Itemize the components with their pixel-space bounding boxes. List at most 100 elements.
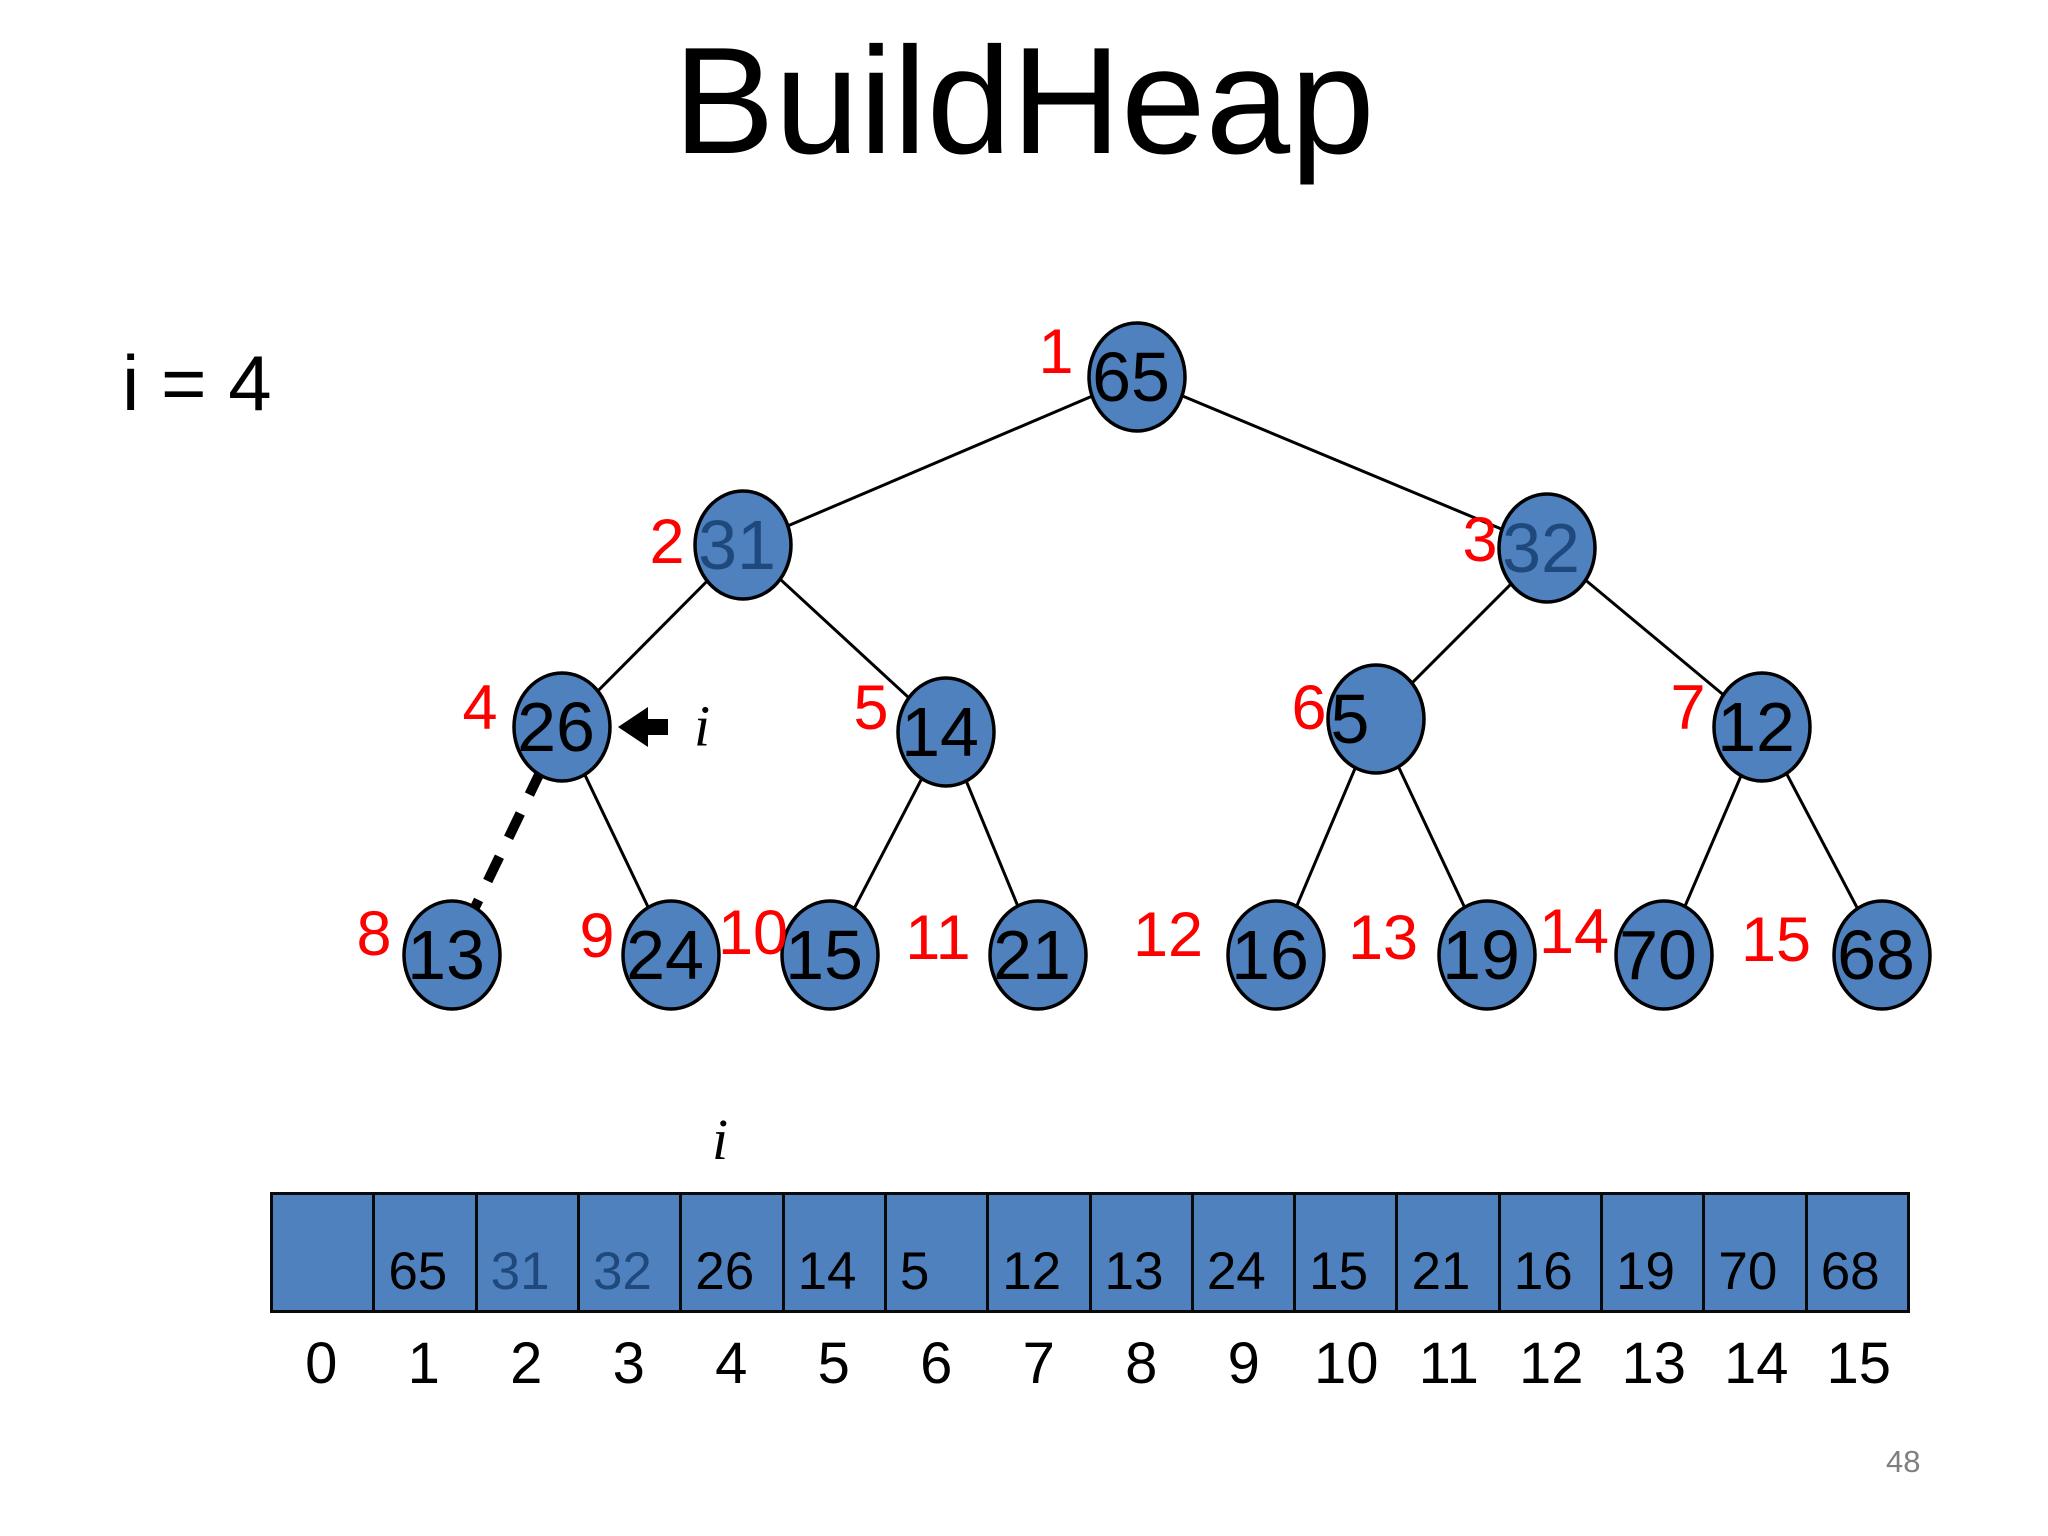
array-cell-value: 16 [1513,1242,1573,1301]
array-cell: 13 [1088,1195,1191,1310]
heap-array: 65 31 32 26 14 5 12 13 24 15 21 16 19 70 68 [270,1192,1910,1313]
array-cell: 31 [474,1195,577,1310]
iteration-label: i = 4 [122,339,272,427]
array-index-label: 15 [1826,1331,1891,1396]
left-arrow-icon [618,707,668,747]
tree-node-value: 19 [1442,916,1520,994]
tree-node-value: 16 [1231,916,1309,994]
tree-node [512,671,612,783]
tree-node [693,489,793,601]
array-index-label: 9 [1227,1331,1260,1396]
tree-node-value: 15 [785,916,863,994]
tree-node-value: 70 [1619,916,1697,994]
array-cell: 70 [1702,1195,1805,1310]
array-cell: 21 [1395,1195,1498,1310]
tree-node [1614,899,1714,1011]
array-cell-value: 12 [1002,1242,1062,1301]
tree-node-index: 3 [1462,505,1497,575]
array-index-label: 8 [1125,1331,1158,1396]
tree-node-index: 1 [1038,317,1073,387]
array-cell [273,1195,373,1310]
array-index-label: 10 [1313,1331,1379,1396]
array-index-label: 7 [1022,1331,1055,1396]
array-cell: 24 [1190,1195,1294,1310]
array-index-label: 12 [1518,1331,1584,1396]
tree-node-index: 10 [718,898,788,968]
array-cell: 32 [576,1195,680,1310]
tree-node [1832,899,1932,1011]
tree-node [1326,663,1426,775]
tree-node-index: 5 [853,673,888,743]
tree-node-index: 12 [1133,900,1203,970]
tree-node-index: 2 [649,507,684,577]
array-index-label: 14 [1723,1331,1789,1396]
tree-node-index: 14 [1539,897,1609,967]
array-cell-value: 15 [1309,1242,1369,1301]
array-index-label: 0 [305,1331,338,1396]
array-index-label: 11 [1418,1331,1479,1396]
tree-edge [1136,375,1548,550]
tree-node [621,899,721,1011]
tree-node-value: 12 [1717,688,1795,766]
array-index-label: 2 [510,1331,543,1396]
tree-node-index: 11 [905,903,970,973]
tree-node-index: 13 [1348,903,1418,973]
array-cell: 16 [1497,1195,1601,1310]
tree-node-value: 32 [1502,509,1580,587]
array-index-label: 4 [715,1331,748,1396]
array-index-label: 13 [1621,1331,1686,1396]
array-cell-value: 21 [1411,1242,1471,1301]
tree-node-index: 6 [1291,673,1326,743]
array-cell-value: 13 [1104,1242,1164,1301]
array-cell-value: 65 [388,1242,448,1301]
array-cell: 26 [679,1195,782,1310]
tree-node-value: 21 [993,916,1071,994]
array-pointer-label: i [711,1107,729,1172]
array-index-label: 6 [920,1331,953,1396]
slide-title: BuildHeap [673,16,1375,186]
array-cell-value: 68 [1820,1242,1880,1301]
array-cell: 14 [781,1195,884,1310]
tree-node-index: 7 [1670,673,1705,743]
array-cell: 5 [883,1195,987,1310]
array-cell-value: 19 [1616,1242,1676,1301]
tree-node [1497,492,1597,604]
array-cell-value: 5 [899,1242,930,1301]
tree-node-index: 9 [579,901,614,971]
tree-node [988,899,1088,1011]
tree-node [780,899,880,1011]
tree-node-index: 15 [1741,905,1811,975]
array-cell-value: 32 [592,1242,652,1301]
tree-node-index: 8 [356,899,391,969]
tree-node-value: 68 [1837,916,1915,994]
array-index-label: 1 [407,1331,440,1396]
array-cell: 68 [1804,1195,1907,1310]
tree-node [402,899,502,1011]
tree-node-value: 24 [626,916,704,994]
array-cell: 12 [986,1195,1089,1310]
array-cell-value: 31 [490,1242,550,1301]
array-cell-value: 14 [797,1242,857,1301]
array-cell-value: 24 [1206,1242,1266,1301]
array-cell-value: 26 [695,1242,755,1301]
tree-edge [742,375,1138,547]
array-index-label: 5 [817,1331,850,1396]
tree-node [1226,899,1326,1011]
array-cell: 15 [1293,1195,1396,1310]
tree-node-index: 4 [462,673,497,743]
tree-node-value: 5 [1331,680,1370,758]
tree-node [1437,899,1537,1011]
tree-node-value: 13 [407,916,485,994]
tree-node-value: 26 [517,688,595,766]
array-index-label: 3 [612,1331,645,1396]
page-number: 48 [1886,1444,1921,1479]
array-cell-value: 70 [1718,1242,1778,1301]
array-cell: 65 [372,1195,475,1310]
tree-node-value: 65 [1092,338,1170,416]
sift-pointer-label: i [694,694,710,759]
tree-node [1087,321,1187,433]
tree-node-value: 31 [698,506,776,584]
tree-node [896,676,996,788]
